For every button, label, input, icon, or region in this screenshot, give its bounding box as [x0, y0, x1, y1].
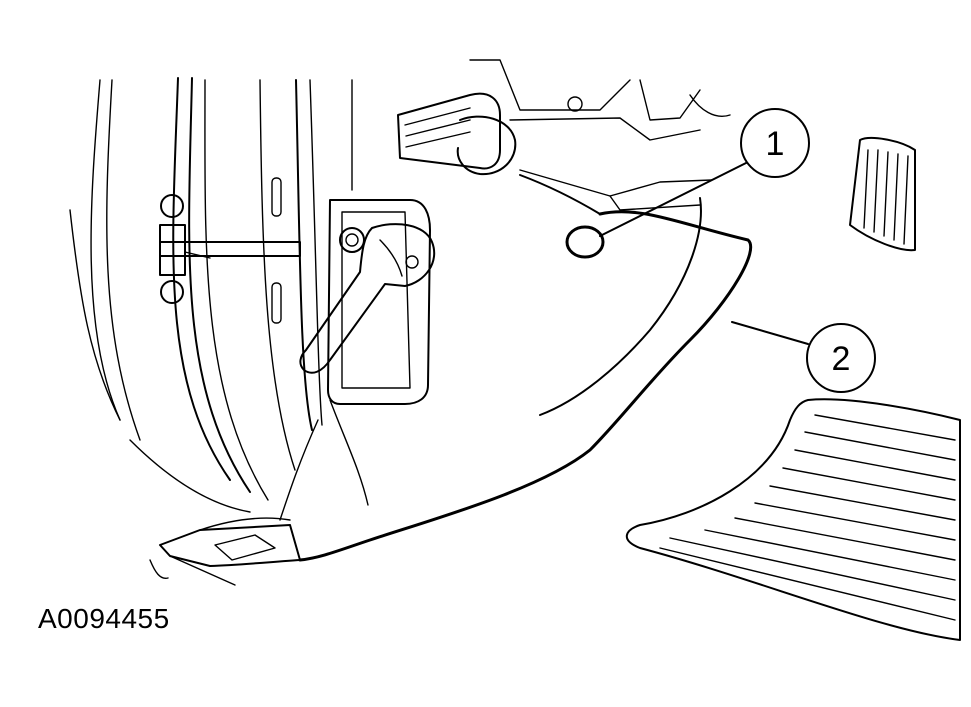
retaining-pin — [565, 225, 605, 259]
door-check-strap — [159, 194, 301, 304]
floor-mat — [625, 398, 961, 641]
cowl-side-trim-panel — [149, 174, 753, 586]
upper-dash-area — [397, 59, 731, 211]
pillar-slots — [271, 177, 282, 324]
accelerator-pedal — [849, 137, 916, 252]
callout-2: 2 — [731, 321, 876, 393]
callout-1: 1 — [599, 108, 810, 237]
door-frame-lines — [69, 77, 353, 513]
callout-2-number: 2 — [832, 340, 851, 378]
parking-brake-release-handle — [299, 199, 436, 405]
callout-2-leader — [731, 321, 809, 345]
callout-2-circle — [806, 323, 876, 393]
figure-id-label: A0094455 — [38, 603, 170, 634]
callout-1-leader — [599, 159, 753, 237]
callout-1-circle — [740, 108, 810, 178]
callout-1-number: 1 — [766, 125, 785, 163]
